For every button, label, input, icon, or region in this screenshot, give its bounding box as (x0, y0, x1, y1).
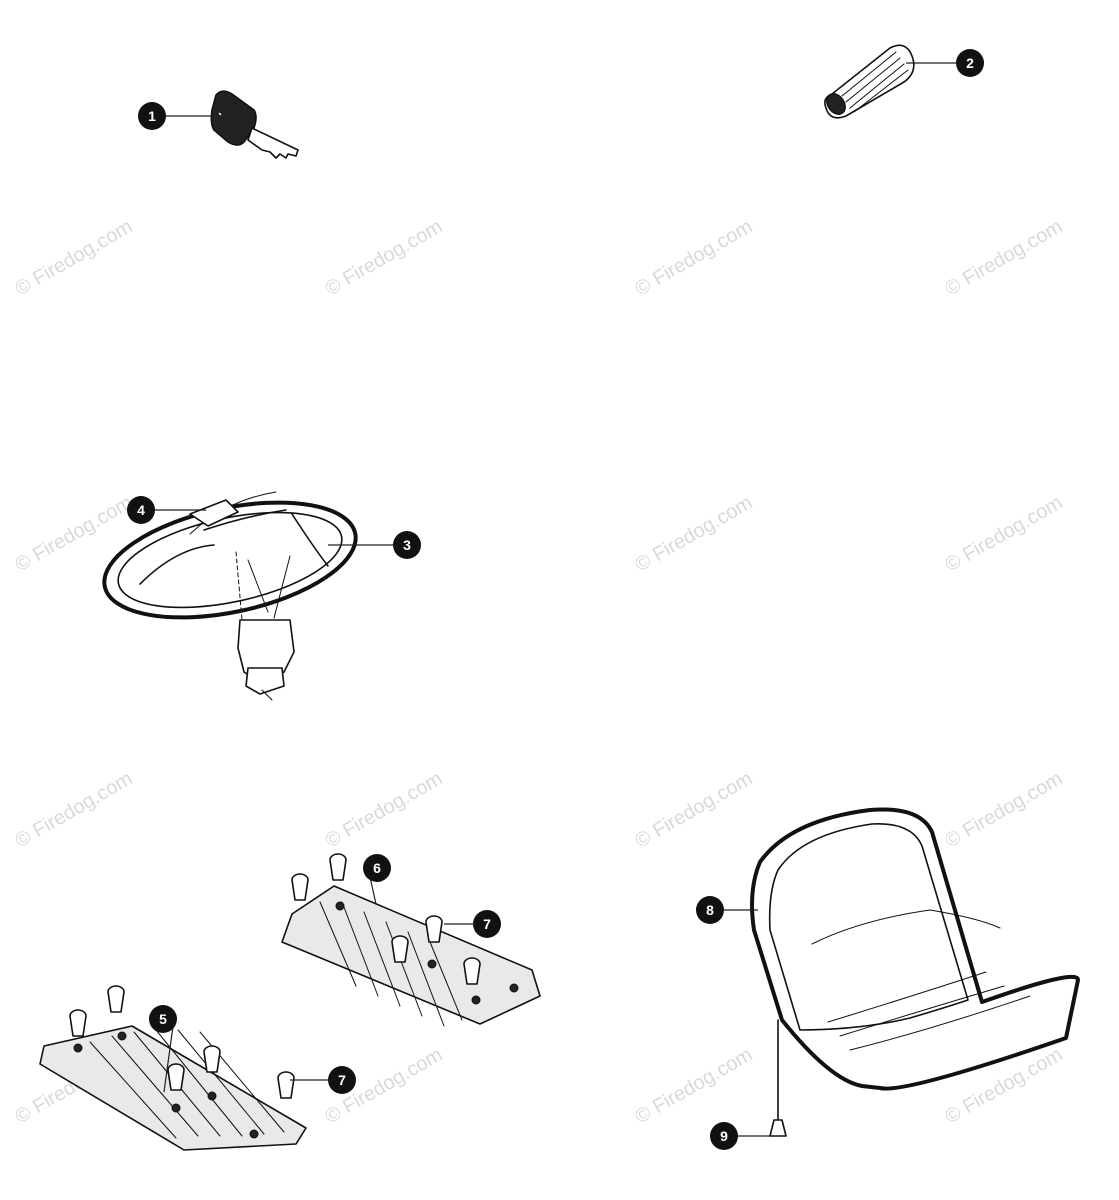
callout-4-label: 4 (137, 502, 145, 518)
watermark: © Firedog.com (632, 768, 757, 853)
callout-8-label: 8 (706, 902, 714, 918)
callout-1-label: 1 (148, 108, 156, 124)
watermark: © Firedog.com (12, 492, 137, 577)
callout-6-label: 6 (373, 860, 381, 876)
watermark: © Firedog.com (632, 1044, 757, 1129)
seat-icon (750, 807, 1080, 1137)
callout-9-label: 9 (720, 1128, 728, 1144)
callout-5: 5 (149, 1005, 177, 1033)
callout-2-label: 2 (966, 55, 974, 71)
steering-wheel-icon (102, 491, 358, 701)
watermark: © Firedog.com (12, 768, 137, 853)
callout-2: 2 (956, 49, 984, 77)
callout-6: 6 (363, 854, 391, 882)
callout-7b: 7 (328, 1066, 356, 1094)
callout-4: 4 (127, 496, 155, 524)
key-icon (210, 90, 299, 159)
callout-8: 8 (696, 896, 724, 924)
watermark: © Firedog.com (942, 768, 1067, 853)
callout-9: 9 (710, 1122, 738, 1150)
callout-7a: 7 (473, 910, 501, 938)
grip-icon (824, 44, 915, 119)
callout-7b-label: 7 (338, 1072, 346, 1088)
callout-1: 1 (138, 102, 166, 130)
watermark: © Firedog.com (632, 216, 757, 301)
watermark: © Firedog.com (632, 492, 757, 577)
callout-7a-label: 7 (483, 916, 491, 932)
watermark: © Firedog.com (322, 216, 447, 301)
rivet-icon (69, 853, 481, 1099)
footrest-icon (39, 885, 541, 1151)
callout-3: 3 (393, 531, 421, 559)
watermark: © Firedog.com (942, 216, 1067, 301)
watermark: © Firedog.com (942, 492, 1067, 577)
callout-3-label: 3 (403, 537, 411, 553)
watermark: © Firedog.com (322, 768, 447, 853)
callout-5-label: 5 (159, 1011, 167, 1027)
watermark: © Firedog.com (12, 216, 137, 301)
